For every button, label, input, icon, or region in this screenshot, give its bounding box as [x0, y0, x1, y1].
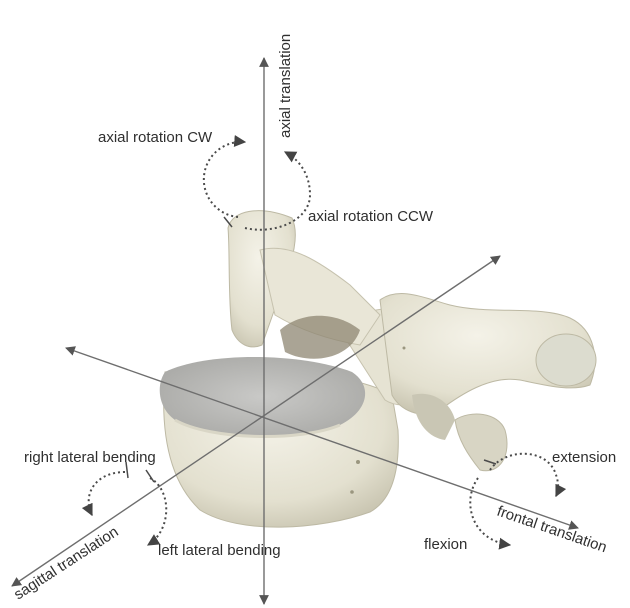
axial-rotation-cw-label: axial rotation CW	[98, 129, 213, 146]
sagittal-translation-label: sagittal translation	[11, 523, 122, 603]
right-lateral-bending-arrow	[89, 472, 125, 515]
flexion-label: flexion	[424, 536, 467, 553]
axial-translation-label: axial translation	[277, 34, 294, 138]
axial-rotation-cw-arrow	[204, 142, 245, 217]
left-lateral-bending-tick	[146, 470, 154, 482]
left-lateral-bending-label: left lateral bending	[158, 542, 281, 559]
vertebra-image	[160, 211, 596, 527]
frontal-translation-label: frontal translation	[495, 503, 609, 557]
extension-label: extension	[552, 449, 616, 466]
axial-rotation-ccw-label: axial rotation CCW	[308, 208, 434, 225]
right-lateral-bending-label: right lateral bending	[24, 449, 156, 466]
